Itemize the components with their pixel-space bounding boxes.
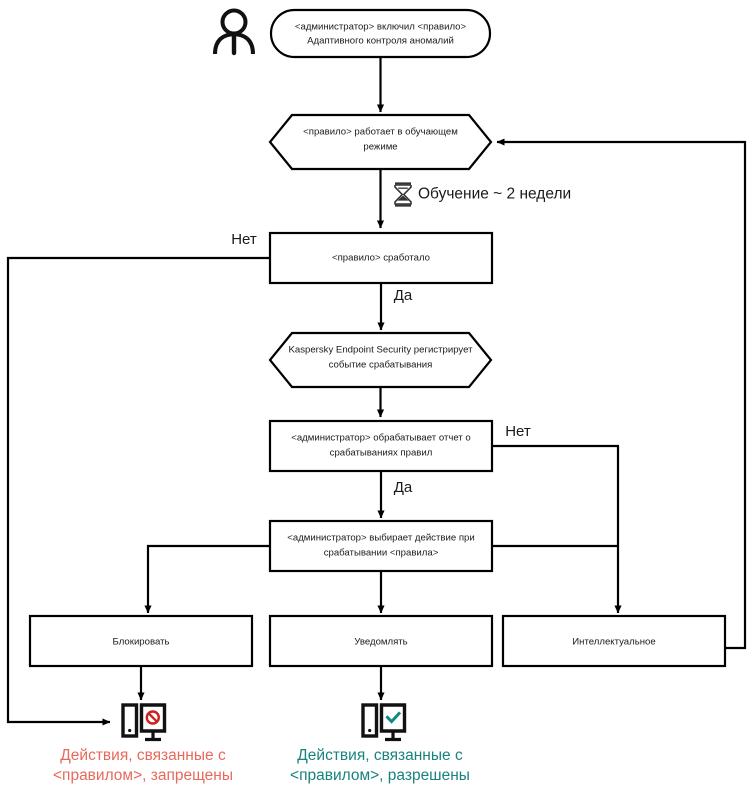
node-smart: Интеллектуальное — [501, 614, 727, 668]
outcome-blocked-text: Действия, связанные с <правилом>, запрещ… — [53, 747, 233, 784]
node-admin-action-line2: срабатывании <правила> — [324, 548, 439, 559]
node-kes-registers-line1: Kaspersky Endpoint Security регистрирует — [288, 345, 473, 356]
connector-no-triggered-to-blocked — [6, 256, 270, 726]
node-learning-mode-line1: <правило> работает в обучающем — [303, 127, 458, 138]
node-learning-mode-line2: режиме — [363, 142, 397, 153]
node-start-line2: Адаптивного контроля аномалий — [307, 36, 454, 47]
outcome-allowed-line2: <правилом>, разрешены — [290, 767, 470, 784]
node-start: <администратор> включил <правило> Адапти… — [269, 8, 492, 59]
note-learning-duration: Обучение ~ 2 недели — [394, 182, 571, 207]
node-kes-registers: Kaspersky Endpoint Security регистрирует… — [268, 331, 493, 389]
node-rule-triggered: <правило> сработало — [268, 231, 494, 285]
monitor-blocked-icon — [121, 703, 167, 742]
node-admin-report-line2: срабатываниях правил — [330, 448, 433, 459]
node-admin-report: <администратор> обрабатывает отчет о сра… — [268, 419, 494, 473]
edge-label-no-triggered: Нет — [231, 231, 257, 248]
node-start-line1: <администратор> включил <правило> — [295, 22, 467, 33]
node-learning-mode: <правило> работает в обучающем режиме — [268, 113, 493, 171]
hourglass-icon — [394, 182, 412, 207]
edge-label-yes-report: Да — [394, 479, 413, 496]
outcome-blocked-line1: Действия, связанные с — [60, 747, 226, 764]
connector-smart-to-learning — [496, 138, 747, 650]
edge-label-no-report: Нет — [505, 423, 531, 440]
outcome-allowed-text: Действия, связанные с <правилом>, разреш… — [290, 747, 470, 784]
node-kes-registers-line2: событие срабатывания — [329, 360, 433, 371]
node-notify: Уведомлять — [268, 614, 494, 668]
node-smart-line1: Интеллектуальное — [572, 637, 655, 648]
person-icon — [213, 8, 255, 56]
note-learning-duration-text: Обучение ~ 2 недели — [418, 186, 571, 203]
node-notify-line1: Уведомлять — [354, 637, 407, 648]
connector-action-to-block — [144, 544, 270, 614]
node-block: Блокировать — [28, 614, 254, 668]
node-block-line1: Блокировать — [113, 637, 170, 648]
node-rule-triggered-line1: <правило> сработало — [332, 253, 430, 264]
edge-label-yes-triggered: Да — [394, 287, 413, 304]
connector-no-report-to-smart — [492, 444, 622, 614]
node-admin-action-line1: <администратор> выбирает действие при — [287, 533, 474, 544]
node-admin-action: <администратор> выбирает действие при ср… — [268, 519, 494, 573]
monitor-allowed-icon — [361, 703, 407, 742]
outcome-allowed-line1: Действия, связанные с — [297, 747, 463, 764]
outcome-blocked-line2: <правилом>, запрещены — [53, 767, 233, 784]
node-admin-report-line1: <администратор> обрабатывает отчет о — [291, 433, 471, 444]
